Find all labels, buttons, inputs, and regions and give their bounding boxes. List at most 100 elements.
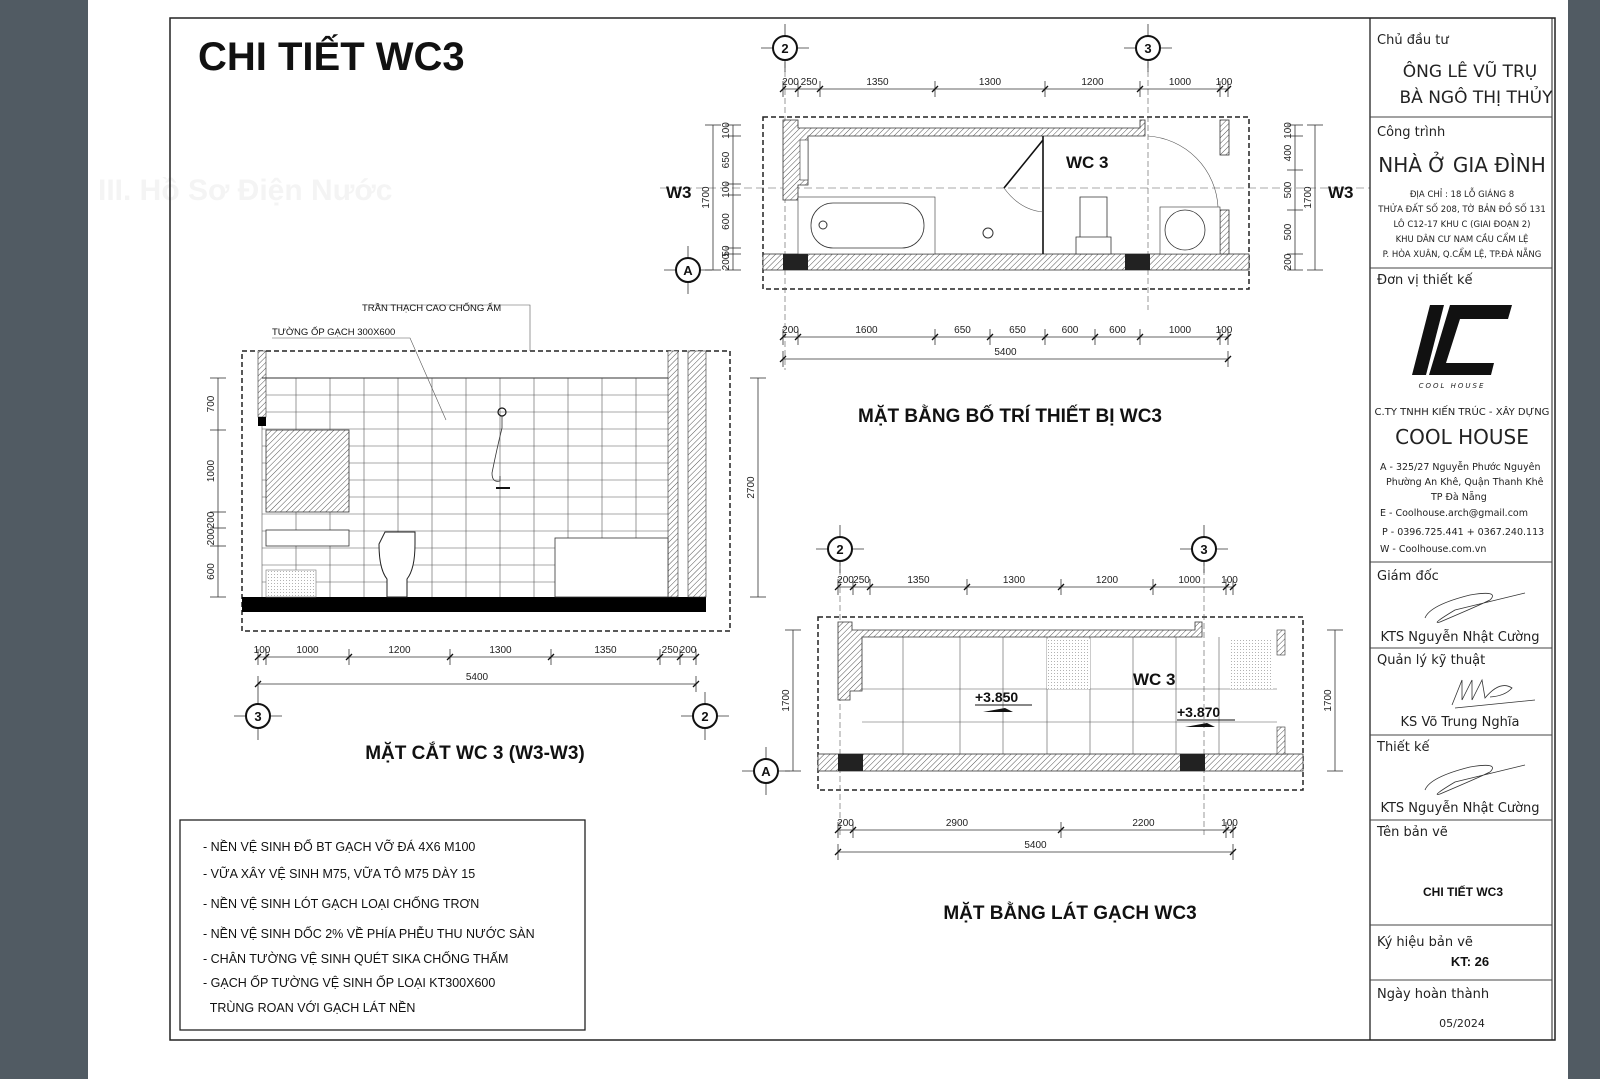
sheet-title: CHI TIẾT WC3: [198, 33, 465, 79]
grid-label: 2: [781, 41, 788, 56]
grid-bubble: [675, 257, 701, 283]
dimension-label: 2200: [1132, 818, 1155, 829]
dimension-label: 50: [721, 245, 732, 257]
dimension-label: 200: [721, 253, 732, 270]
grid-label: 2: [836, 542, 843, 557]
title-block: Chủ đầu tư ÔNG LÊ VŨ TRỤ BÀ NGÔ THỊ THỦY…: [1369, 18, 1554, 1040]
dimension-label: 250: [853, 575, 870, 586]
plan-boundary: [817, 616, 1304, 791]
door-swing: [1147, 135, 1219, 208]
dimension-label: 250: [801, 77, 818, 88]
dimension-label: 200: [680, 645, 697, 656]
floor-slab: [242, 597, 706, 612]
note-wall-tile: TƯỜNG ỐP GẠCH 300X600: [272, 326, 395, 338]
signature: [1424, 592, 1526, 623]
dimension-label: 100: [1221, 818, 1238, 829]
section-title: MẶT CẮT WC 3 (W3-W3): [365, 742, 585, 764]
note-item: - GẠCH ỐP TƯỜNG VỆ SINH ỐP LOẠI KT300X60…: [203, 975, 495, 990]
dimension-label: 200: [837, 818, 854, 829]
logo-text: COOL HOUSE: [1419, 382, 1486, 390]
grid-label: A: [761, 764, 771, 779]
section-mark-right: W3: [1328, 183, 1354, 202]
investor-name: ÔNG LÊ VŨ TRỤ: [1403, 60, 1537, 82]
project-name: NHÀ Ở GIA ĐÌNH: [1378, 152, 1546, 177]
floor-level: +3.850: [975, 689, 1018, 705]
grid-label: A: [683, 263, 693, 278]
dimension-total: 5400: [466, 672, 489, 683]
dimension-label: 100: [721, 181, 732, 198]
tech-name: KS Võ Trung Nghĩa: [1401, 715, 1520, 730]
dimension-total: 1700: [1323, 689, 1334, 712]
dimension-label: 100: [1216, 77, 1233, 88]
dimension-label: 400: [1283, 144, 1294, 161]
note-item: - NỀN VỆ SINH LÓT GẠCH LOẠI CHỐNG TRƠN: [203, 896, 479, 911]
section-view: TRẦN THẠCH CAO CHỐNG ẨM TƯỜNG ỐP GẠCH 30…: [241, 302, 731, 764]
dimension-total: 2700: [746, 476, 757, 499]
dimension-label: 250: [662, 645, 679, 656]
dimension-label: 600: [206, 563, 217, 580]
plan-tiling: WC 3 +3.850 +3.870 MẶT BẰNG LÁT GẠCH WC3: [817, 560, 1304, 924]
notes-box: - NỀN VỆ SINH ĐỔ BT GẠCH VỠ ĐÁ 4X6 M100 …: [179, 819, 586, 1031]
shower-hose: [491, 416, 503, 482]
grid-label: 3: [1200, 542, 1207, 557]
dimension-label: 650: [721, 151, 732, 168]
director-label: Giám đốc: [1377, 569, 1439, 584]
grid-bubble: [1135, 35, 1161, 61]
sink: [1164, 209, 1206, 251]
tech-label: Quản lý kỹ thuật: [1377, 653, 1485, 668]
address-line: P. HÒA XUÂN, Q.CẨM LỆ, TP.ĐÀ NẴNG: [1383, 247, 1542, 260]
project-label: Công trình: [1377, 125, 1445, 140]
plan-tiling-title: MẶT BẰNG LÁT GẠCH WC3: [943, 902, 1196, 924]
mirror: [265, 429, 350, 513]
dimension-label: 700: [206, 395, 217, 412]
dimension-label: 650: [954, 325, 971, 336]
designer-label: Đơn vị thiết kế: [1377, 273, 1473, 288]
dimension-label: 200: [206, 528, 217, 545]
dimension-label: 1000: [206, 459, 217, 482]
completion-date: 05/2024: [1439, 1017, 1485, 1030]
room-label: WC 3: [1066, 153, 1109, 172]
signature: [1424, 764, 1526, 795]
dimension-label: 100: [1283, 122, 1294, 139]
note-item: - NỀN VỆ SINH ĐỔ BT GẠCH VỠ ĐÁ 4X6 M100: [203, 839, 475, 854]
drawing-name-label: Tên bản vẽ: [1376, 825, 1448, 840]
design-label: Thiết kế: [1376, 740, 1430, 755]
dimension-total: 5400: [1024, 840, 1047, 851]
bathtub-elevation: [554, 537, 669, 598]
dimension-label: 2900: [946, 818, 969, 829]
wall-bottom: [817, 753, 1304, 772]
plan-equipment-title: MẶT BẰNG BỐ TRÍ THIẾT BỊ WC3: [858, 405, 1162, 427]
toilet-elevation: [378, 531, 416, 598]
column: [1125, 254, 1150, 270]
signature: [1451, 678, 1536, 709]
column: [783, 254, 808, 270]
dimension-label: 100: [254, 645, 271, 656]
dimension-label: 1200: [1081, 77, 1104, 88]
bathtub: [810, 202, 925, 249]
dimension-total: 1700: [781, 689, 792, 712]
contact-line: W - Coolhouse.com.vn: [1380, 544, 1486, 555]
address-line: LÔ C12-17 KHU C (GIAI ĐOẠN 2): [1394, 218, 1531, 230]
note-ceiling: TRẦN THẠCH CAO CHỐNG ẨM: [362, 302, 501, 314]
dimension-label: 200: [206, 511, 217, 528]
note-item: TRÙNG ROAN VỚI GẠCH LÁT NỀN: [203, 1000, 415, 1015]
grid-bubble: [772, 35, 798, 61]
address-line: KHU DÂN CƯ NAM CẦU CẨM LỆ: [1396, 232, 1529, 245]
dimension-label: 1000: [296, 645, 319, 656]
director-name: KTS Nguyễn Nhật Cường: [1380, 630, 1539, 645]
grid-bubble: [692, 703, 718, 729]
company-name: COOL HOUSE: [1395, 425, 1529, 449]
dimension-label: 1350: [594, 645, 617, 656]
dimension-label: 1600: [855, 325, 878, 336]
plan-equipment: WC 3 W3 W3 MẶT BẰNG BỐ TRÍ THIẾT BỊ WC3: [660, 62, 1370, 427]
dimension-total: 5400: [994, 347, 1017, 358]
dimension-label: 600: [1109, 325, 1126, 336]
dimension-label: 1300: [1003, 575, 1026, 586]
washbasin: [265, 529, 350, 547]
investor-name: BÀ NGÔ THỊ THỦY: [1400, 85, 1554, 108]
dimension-total: 1700: [701, 186, 712, 209]
plan-boundary: [762, 116, 1250, 290]
